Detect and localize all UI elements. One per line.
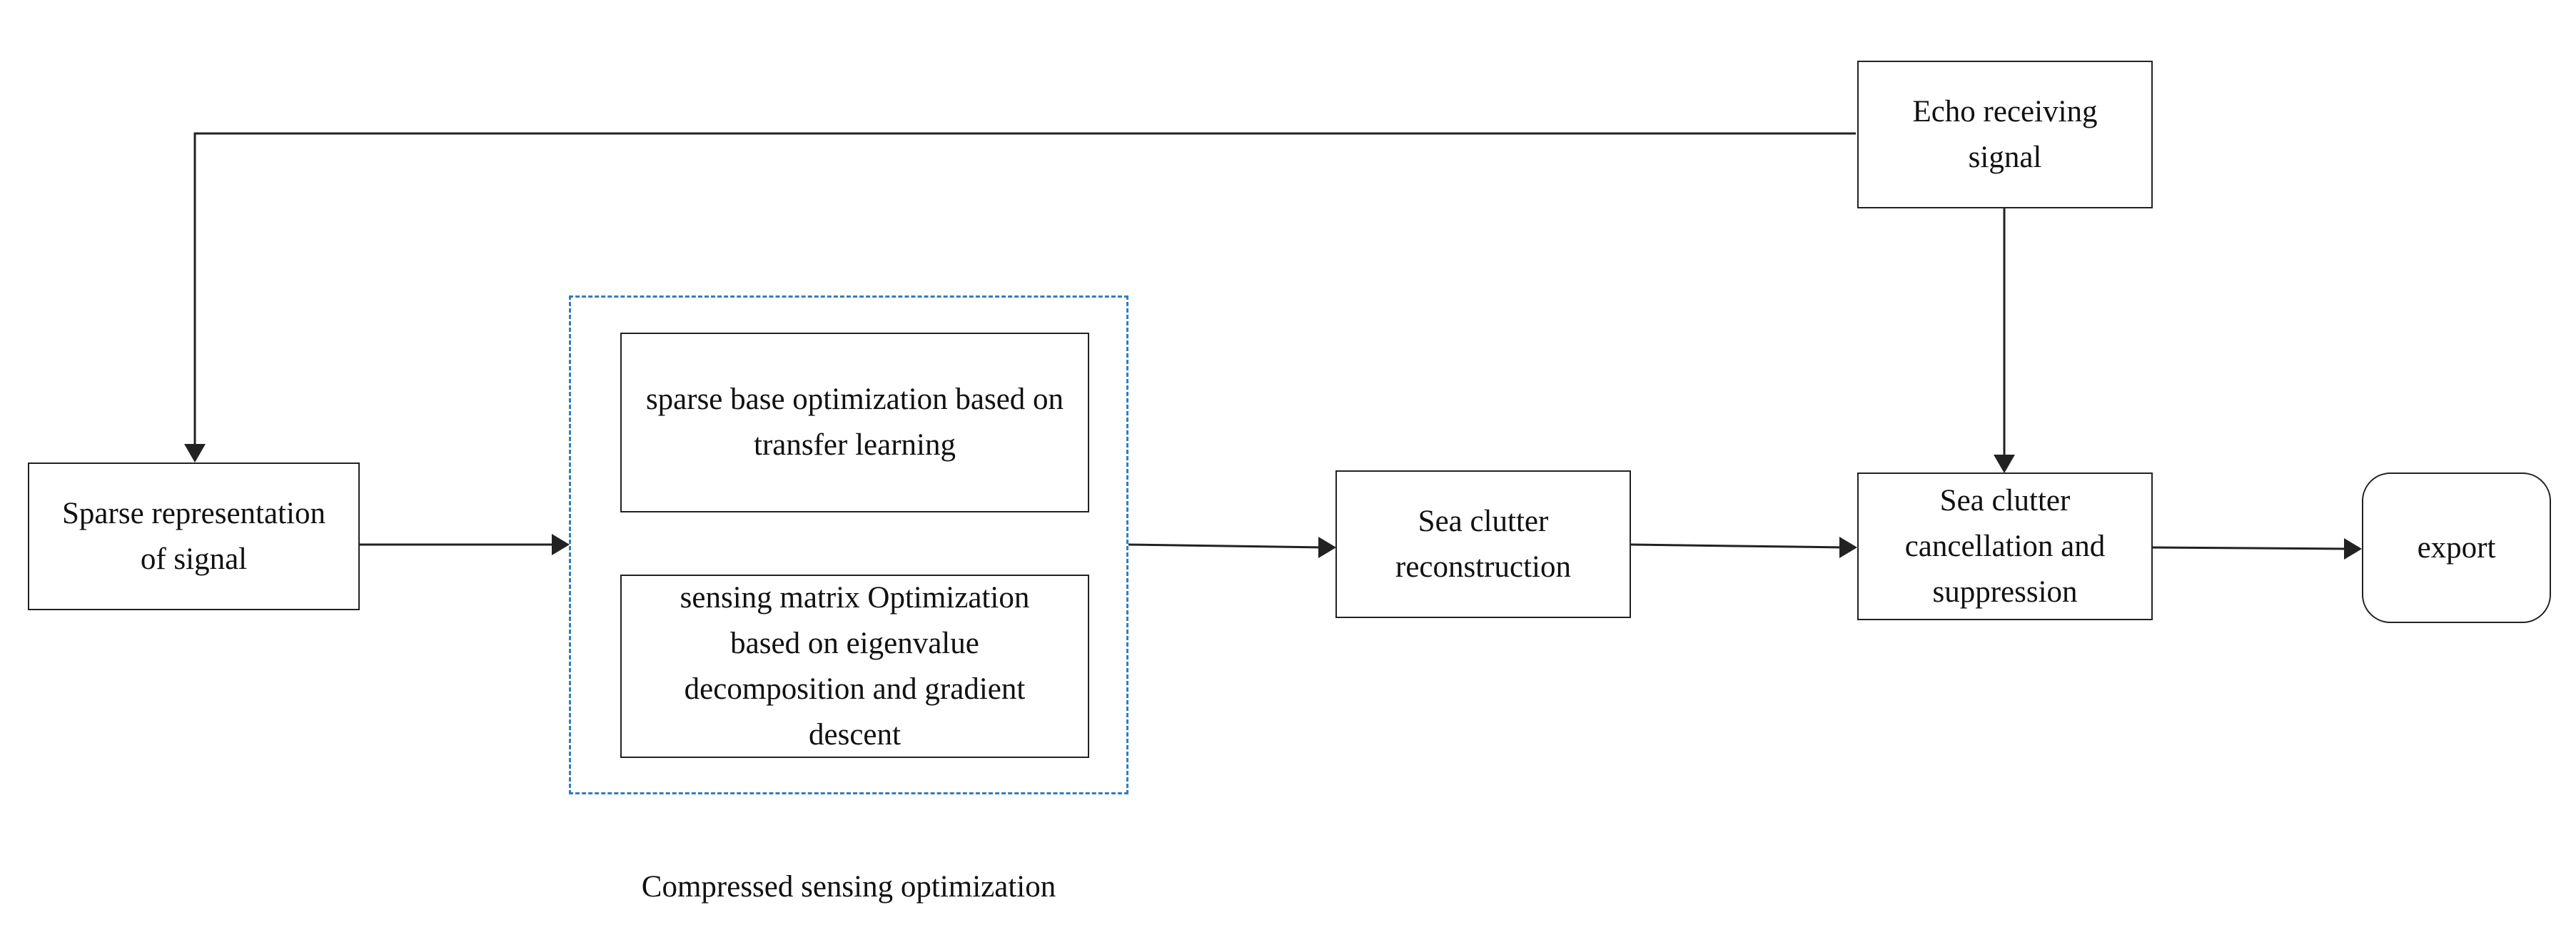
arrowhead [2344, 538, 2362, 560]
edge-echo-to-sparse-representation [193, 132, 1856, 459]
export-label: export [2417, 530, 2496, 565]
sea-clutter-reconstruction-label: Sea clutter reconstruction [1395, 504, 1571, 584]
sea-clutter-cancellation-label: Sea clutter cancellation and suppression [1904, 483, 2106, 609]
echo-receiving-signal-node: Echo receiving signal [1857, 61, 2153, 208]
sea-clutter-reconstruction-node: Sea clutter reconstruction [1335, 470, 1631, 618]
group-caption: Compressed sensing optimization [641, 870, 1056, 904]
edge-reconstruction-to-cancellation [1630, 543, 1846, 549]
edge-group-to-reconstruction [1128, 543, 1325, 549]
arrowhead [552, 534, 570, 555]
export-node: export [2362, 472, 2551, 623]
edge-cancellation-to-export [2152, 546, 2350, 550]
arrowhead [184, 444, 206, 463]
sparse-base-optimization-label: sparse base optimization based on transf… [645, 383, 1064, 462]
arrowhead [1839, 537, 1857, 558]
sensing-matrix-optimization-label: sensing matrix Optimization based on eig… [680, 580, 1030, 752]
echo-receiving-signal-label: Echo receiving signal [1912, 94, 2098, 174]
sparse-representation-label: Sparse representation of signal [62, 496, 325, 576]
compressed-sensing-group [569, 295, 1128, 794]
arrowhead [1994, 455, 2015, 473]
sparse-representation-node: Sparse representation of signal [28, 463, 360, 610]
sparse-base-optimization-node: sparse base optimization based on transf… [620, 333, 1089, 512]
sensing-matrix-optimization-node: sensing matrix Optimization based on eig… [620, 575, 1089, 758]
sea-clutter-cancellation-node: Sea clutter cancellation and suppression [1857, 472, 2153, 620]
arrowhead [1318, 537, 1336, 558]
